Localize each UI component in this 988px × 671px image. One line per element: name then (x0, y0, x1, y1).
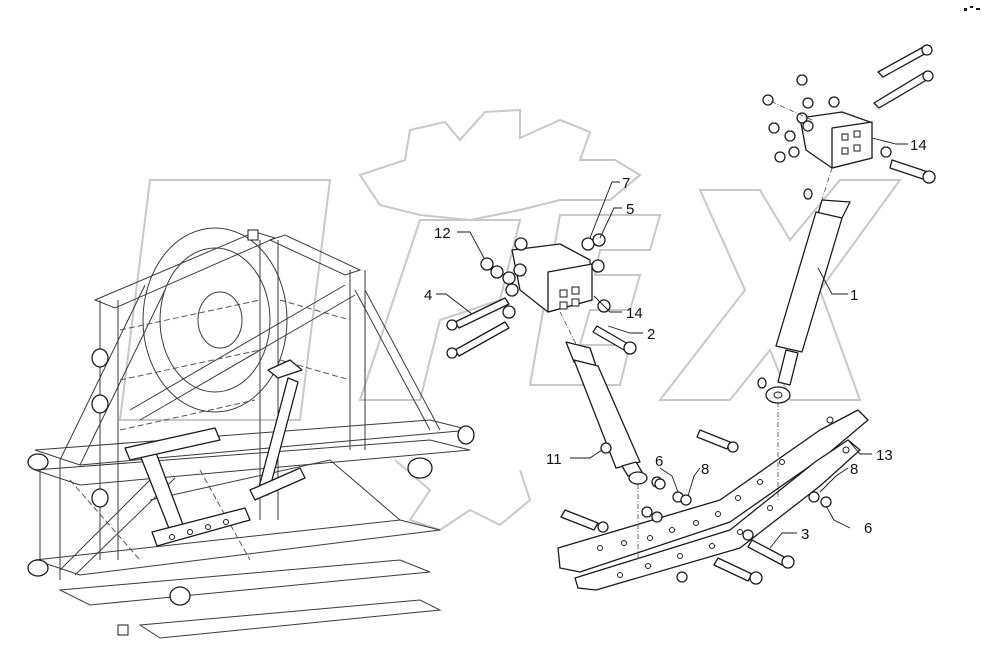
callout-14-upper: 14 (910, 137, 927, 154)
lower-arm (557, 409, 869, 591)
upper-bracket-hardware (762, 44, 936, 184)
frame-assembly (27, 227, 475, 639)
upper-mounting-bracket (799, 111, 873, 169)
shock-absorber-middle (565, 341, 663, 488)
callout-8-right: 8 (850, 461, 858, 478)
callout-2: 2 (647, 326, 655, 343)
lower-hardware (560, 429, 832, 585)
watermark (118, 108, 902, 532)
callout-13: 13 (876, 447, 893, 464)
alignment-lines (559, 99, 833, 560)
callout-6-right: 6 (864, 520, 872, 537)
callout-8-left: 8 (701, 461, 709, 478)
callout-4: 4 (424, 287, 432, 304)
callout-7: 7 (622, 175, 630, 192)
callout-12: 12 (434, 225, 451, 242)
middle-mounting-bracket (511, 237, 593, 313)
callout-14-middle: 14 (626, 305, 643, 322)
leader-lines (436, 137, 908, 549)
callout-5: 5 (626, 201, 634, 218)
corner-mark (964, 6, 980, 11)
callout-1: 1 (850, 287, 858, 304)
callout-11: 11 (546, 451, 562, 468)
shock-absorber-right (757, 188, 851, 404)
callout-6-left: 6 (655, 453, 663, 470)
callout-3: 3 (801, 526, 809, 543)
callout-labels: 1 2 3 4 5 6 6 7 8 8 11 12 13 14 14 (424, 137, 927, 543)
